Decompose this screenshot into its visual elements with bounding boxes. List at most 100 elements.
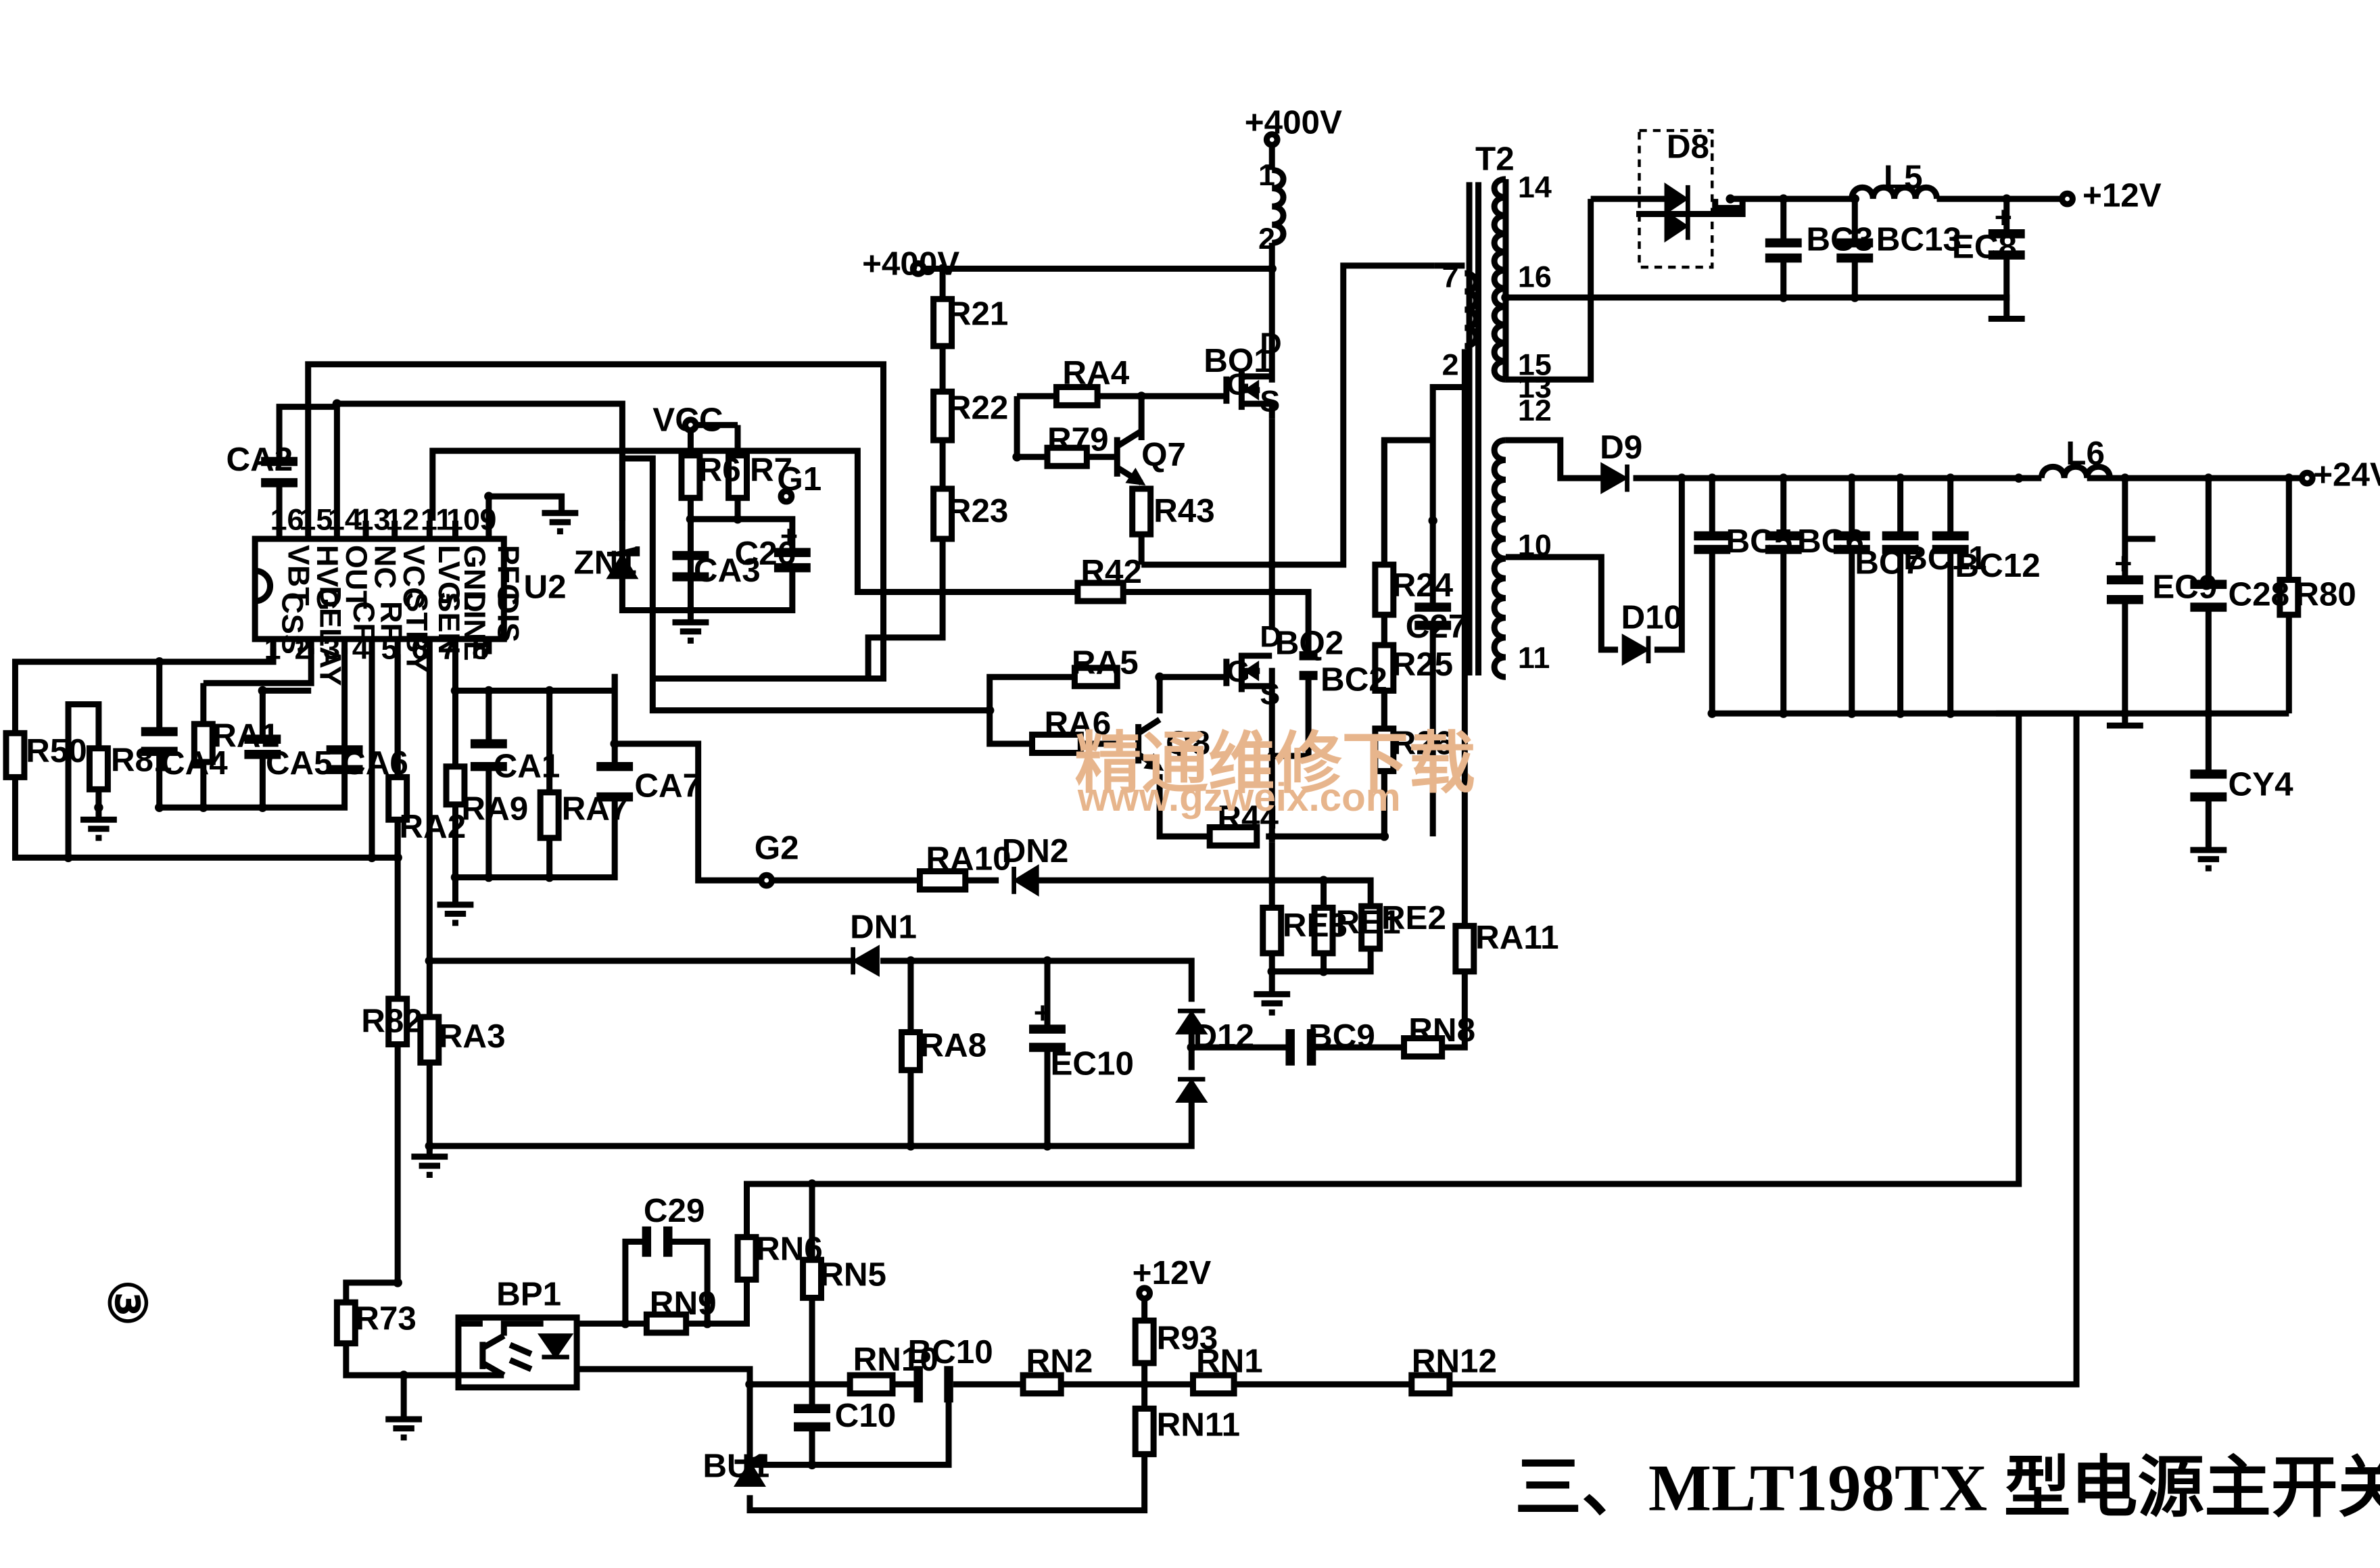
- resistor-rn10: [847, 1372, 896, 1397]
- resistor-rn12: [1408, 1372, 1453, 1397]
- ground-cy4: [2190, 847, 2227, 872]
- label-ca6: CA6: [341, 744, 408, 782]
- ic-pin-1-number: 1: [264, 631, 281, 665]
- net-labels: +400V +400V VCC G1 G2 +12V +24V +12V T2 …: [652, 104, 2380, 1292]
- label-bq1: BQ1: [1204, 342, 1272, 379]
- label-ra2: RA2: [399, 808, 466, 845]
- diagram-title: 三、MLT198TX 型电源主开关电源电路: [1515, 1452, 2380, 1525]
- capacitor-bc2: [1299, 651, 1318, 680]
- label-ca4: CA4: [161, 744, 228, 782]
- label-ra9: RA9: [461, 790, 528, 827]
- label-dn2: DN2: [1002, 832, 1069, 870]
- ic-pin-3-number: 3: [323, 631, 340, 665]
- t2-pin-2: 2: [1442, 347, 1459, 381]
- terminal-12v-ref: [1136, 1285, 1153, 1302]
- resistor-ra5: [1071, 665, 1120, 690]
- label-ra11: RA11: [1475, 919, 1559, 956]
- resistor-r22: [930, 388, 955, 444]
- label-d12: D12: [1193, 1018, 1254, 1055]
- ic-pin-nc-name: NC: [368, 545, 402, 589]
- npn-q8: [1135, 717, 1164, 771]
- inductor-400v-choke: [1271, 166, 1287, 246]
- resistor-rn9: [643, 1311, 690, 1336]
- label-bq2: BQ2: [1275, 625, 1344, 662]
- label-r80: R80: [2295, 576, 2356, 613]
- t2-pin-11: 11: [1518, 640, 1550, 675]
- label-ra1: RA1: [212, 717, 279, 754]
- label-bc11: BC11: [1903, 540, 1987, 577]
- label-d8: D8: [1667, 128, 1709, 165]
- label-rn8: RN8: [1408, 1012, 1475, 1049]
- label-ec9: EC9: [2152, 568, 2217, 605]
- ic-pin-gnd-name: GND: [458, 545, 492, 613]
- label-cy4: CY4: [2229, 765, 2294, 803]
- resistor-r43: [1129, 485, 1154, 538]
- resistor-r23: [930, 485, 955, 542]
- resistor-rn11: [1132, 1405, 1157, 1458]
- t2-pin-16: 16: [1518, 259, 1552, 293]
- resistor-ra11: [1452, 922, 1477, 975]
- resistor-r25: [1372, 642, 1397, 694]
- ic-pin-16-number: 16: [270, 502, 304, 536]
- capacitor-c28: [2190, 579, 2227, 612]
- diode-d8-upper: [1664, 182, 1690, 216]
- ground-re3: [1254, 991, 1291, 1016]
- label-ca3: CA3: [694, 552, 761, 589]
- label-re1: RE1: [1336, 904, 1401, 941]
- net-400v-left: +400V: [862, 245, 959, 282]
- label-re3: RE3: [1283, 907, 1348, 944]
- resistor-r24: [1372, 561, 1397, 618]
- label-r24: R24: [1392, 567, 1454, 604]
- label-rn12: RN12: [1412, 1342, 1497, 1379]
- ic-pin-vbt-name: VBT: [282, 545, 316, 606]
- resistor-r79: [1044, 444, 1090, 469]
- resistor-r93: [1132, 1317, 1157, 1367]
- resistor-rn5: [800, 1256, 824, 1301]
- magnetics: [1271, 166, 2113, 680]
- t2-pin-10: 10: [1518, 528, 1552, 563]
- capacitor-bc13: [1836, 238, 1874, 263]
- label-l5: L5: [1884, 158, 1923, 195]
- label-r21: R21: [947, 295, 1009, 332]
- resistor-r81: [86, 745, 111, 792]
- label-bp1: BP1: [496, 1276, 561, 1313]
- terminal-24v-out: [2298, 469, 2316, 487]
- ic-pin-delay-name: DELAY: [314, 586, 348, 686]
- bq2-s-label: S: [1260, 677, 1280, 711]
- label-ra8: RA8: [920, 1026, 986, 1064]
- label-rn5: RN5: [819, 1256, 886, 1293]
- net-vcc: VCC: [652, 402, 723, 439]
- label-ca5: CA5: [266, 744, 333, 782]
- terminals: [682, 131, 2316, 1302]
- net-g1: G1: [777, 460, 822, 498]
- capacitor-c26: [774, 548, 811, 573]
- net-g2: G2: [755, 830, 799, 867]
- t2-pin-12: 12: [1518, 393, 1552, 427]
- grounds: [80, 315, 2227, 1441]
- capacitor-bc10: [913, 1366, 953, 1403]
- transistors: [1114, 370, 1275, 771]
- capacitor-bc12: [1932, 531, 1969, 554]
- net-12v-ref: +12V: [1133, 1254, 1212, 1291]
- label-ec10: EC10: [1050, 1045, 1134, 1082]
- regulator-bu1: [733, 1454, 767, 1487]
- label-r43: R43: [1153, 492, 1215, 529]
- label-r44: R44: [1217, 799, 1279, 836]
- capacitor-ca4: [141, 727, 178, 756]
- ic-pin-dis-name: DIS: [491, 592, 525, 643]
- capacitor-ca7: [596, 761, 634, 802]
- svg-text:+: +: [2114, 546, 2132, 581]
- ic-pin-12-number: 12: [385, 502, 419, 536]
- bq2-d-label: D: [1260, 619, 1281, 653]
- label-q8: Q8: [1166, 725, 1210, 762]
- t2-pin-15: 15: [1518, 347, 1552, 381]
- label-c10: C10: [835, 1397, 897, 1434]
- ic-pin-5-number: 5: [381, 631, 398, 665]
- bq1-d-label: D: [1260, 326, 1281, 360]
- label-r82: R82: [361, 1003, 423, 1040]
- ic-pin-9-number: 9: [479, 502, 496, 536]
- label-r79: R79: [1047, 421, 1109, 458]
- diode-dn2: [1012, 864, 1039, 897]
- capacitor-c10: [794, 1404, 830, 1431]
- label-ca7: CA7: [634, 767, 701, 805]
